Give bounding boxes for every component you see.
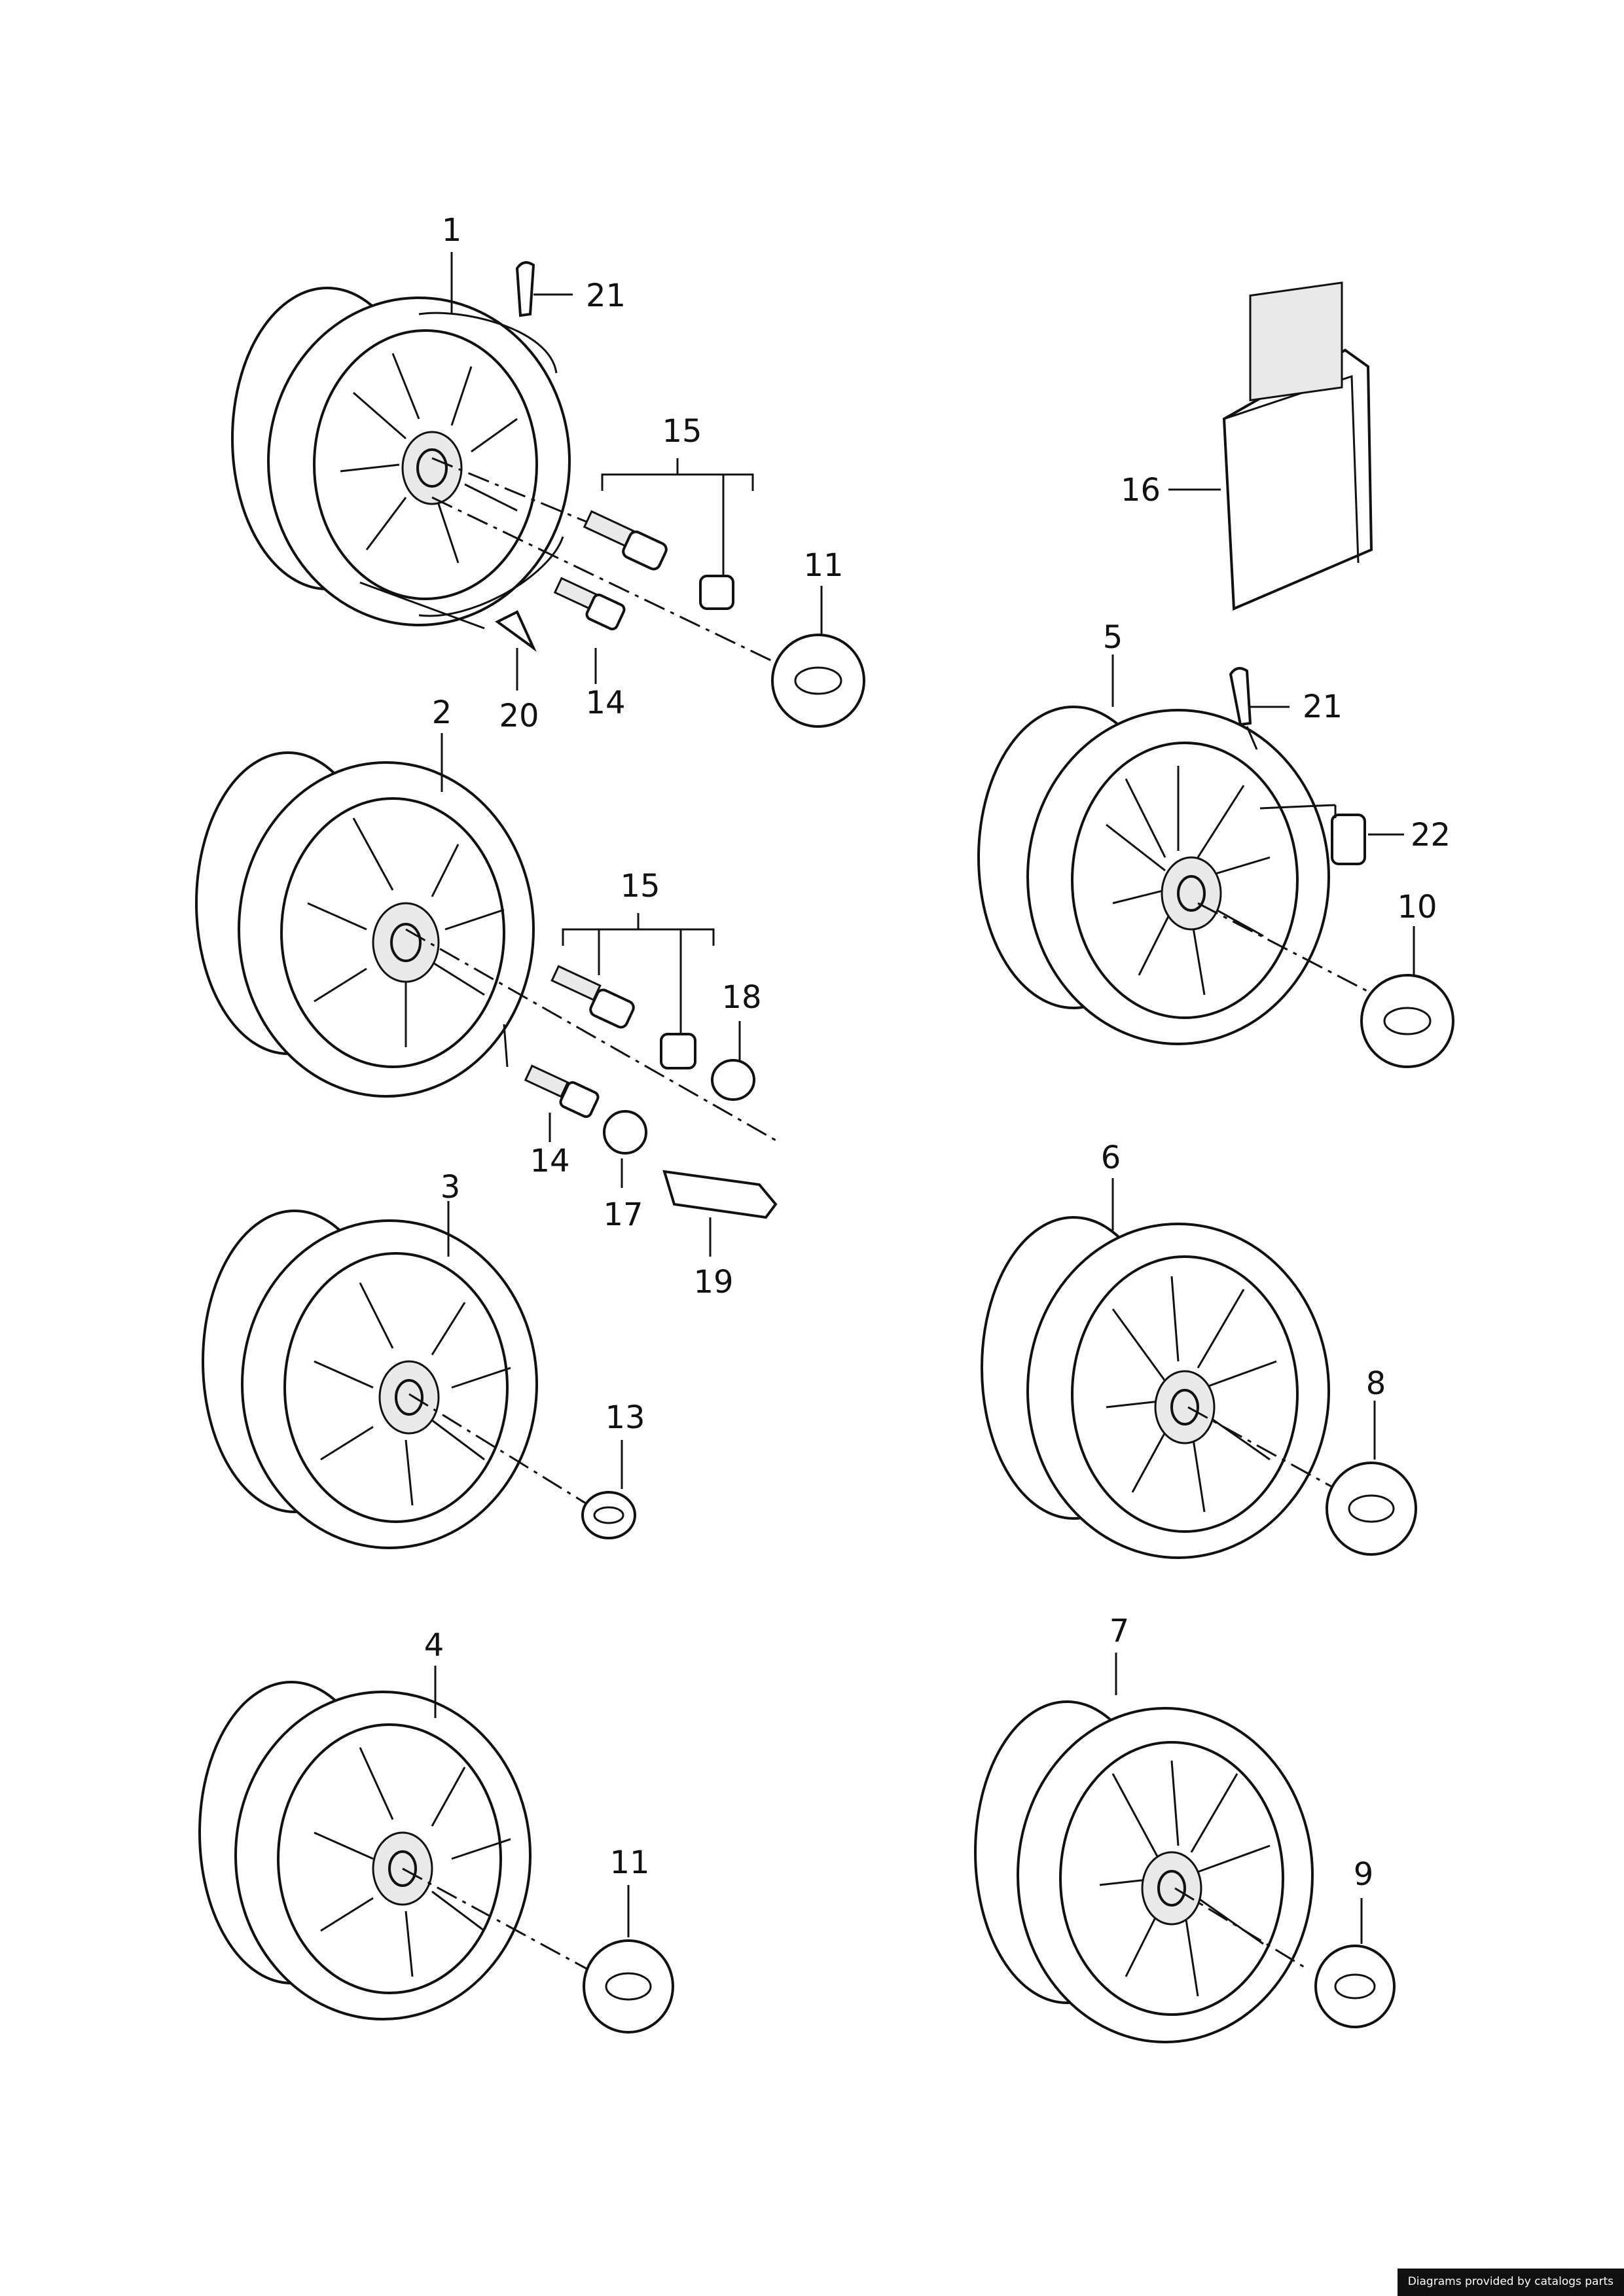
callout-6: 6 [1101, 1139, 1121, 1176]
leader-lines-mid [441, 733, 741, 1257]
callout-14-mid: 14 [530, 1143, 569, 1179]
package-16 [1168, 281, 1373, 611]
callout-10: 10 [1397, 889, 1437, 925]
valve-cap-22 [1259, 804, 1404, 865]
wheel-4 [198, 1681, 590, 2020]
callout-21-right: 21 [1303, 689, 1343, 725]
callout-19: 19 [693, 1264, 733, 1300]
callout-20: 20 [499, 698, 539, 734]
cap-13 [581, 1440, 636, 1539]
callout-18: 18 [721, 979, 761, 1016]
callout-5: 5 [1103, 619, 1123, 656]
callout-15-mid: 15 [620, 868, 660, 905]
wheel-2 [195, 751, 535, 1098]
bolt-set-15-mid [562, 913, 715, 1034]
wheel-2-fasteners [405, 928, 780, 1219]
wheel-1 [231, 287, 571, 626]
callout-4: 4 [424, 1627, 444, 1664]
callout-15-top: 15 [662, 413, 702, 450]
wheel-5 [977, 706, 1375, 1045]
cap-8 [1326, 1401, 1417, 1556]
callout-11-top: 11 [803, 547, 843, 584]
callout-7: 7 [1110, 1613, 1130, 1649]
wheel-7 [974, 1700, 1314, 2043]
cap-11-top [771, 586, 865, 728]
callout-11-bottom: 11 [609, 1844, 649, 1881]
cap-10 [1360, 926, 1454, 1068]
callout-labels: 1 21 15 16 11 14 20 5 21 22 2 15 18 10 1… [424, 212, 1451, 1893]
leader-lines-top [450, 252, 597, 691]
callout-14-top: 14 [585, 685, 625, 721]
callout-17: 17 [603, 1196, 643, 1233]
wheel-1-fasteners [359, 457, 773, 662]
cap-11-bottom [583, 1885, 674, 2034]
wheel-6 [981, 1216, 1343, 1559]
wheel-3 [202, 1210, 590, 1549]
callout-16: 16 [1121, 472, 1161, 509]
valve-21-right [1229, 667, 1290, 750]
cap-9 [1314, 1898, 1396, 2028]
callout-2: 2 [432, 694, 452, 731]
footer-credit: Diagrams provided by catalogs parts [1397, 2269, 1624, 2296]
callout-1: 1 [442, 212, 462, 249]
callout-13: 13 [605, 1399, 645, 1436]
callout-22: 22 [1411, 817, 1451, 853]
valve-21-top [515, 261, 573, 317]
callout-9: 9 [1354, 1856, 1374, 1893]
callout-21-top: 21 [586, 278, 626, 314]
callout-3: 3 [441, 1169, 461, 1206]
callout-8: 8 [1366, 1365, 1386, 1402]
bolt-set-15-top [601, 458, 754, 576]
